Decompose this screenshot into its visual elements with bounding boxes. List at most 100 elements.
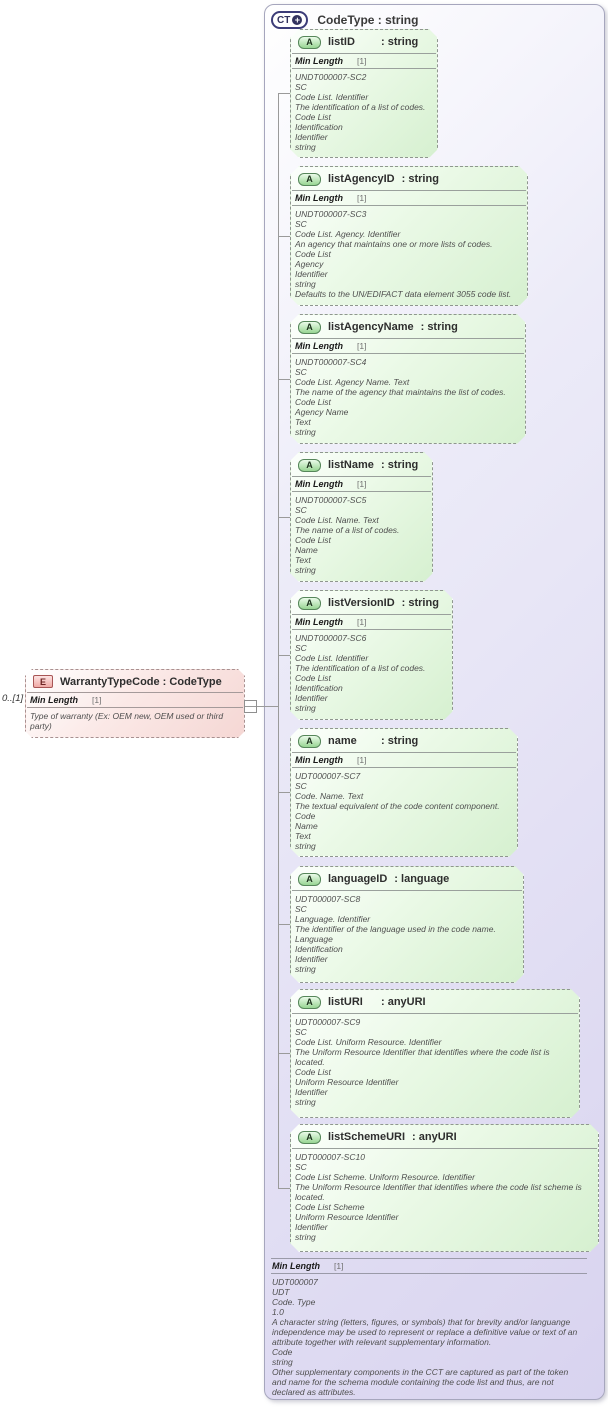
complextype-icon-label: CT: [277, 14, 291, 26]
divider: [292, 476, 431, 477]
facet-row: Min Length [1]: [291, 477, 432, 491]
facet-value: [1]: [357, 56, 367, 66]
element-icon: E: [33, 675, 53, 688]
facet-name: Min Length: [295, 56, 343, 66]
attribute-annotation: UDT000007-SC7 SC Code. Name. Text The te…: [295, 771, 500, 851]
complextype-icon: CT +: [271, 11, 309, 29]
attribute-icon: A: [298, 1131, 321, 1144]
tree-stub: [278, 236, 290, 237]
element-warrantytypecode[interactable]: E WarrantyTypeCode : CodeType Min Length…: [25, 669, 245, 738]
attribute-header: A listName : string: [291, 453, 432, 476]
attribute-annotation: UNDT000007-SC6 SC Code List. Identifier …: [295, 633, 426, 713]
tree-stub: [278, 517, 290, 518]
attribute-listagencyid[interactable]: A listAgencyID : string Min Length [1] U…: [290, 166, 528, 306]
attribute-name: listVersionID: [328, 597, 395, 609]
attribute-icon: A: [298, 597, 321, 610]
attribute-listschemeuri[interactable]: A listSchemeURI : anyURI UDT000007-SC10 …: [290, 1124, 599, 1252]
attribute-annotation: UDT000007-SC10 SC Code List Scheme. Unif…: [295, 1152, 582, 1242]
attribute-header: A listSchemeURI : anyURI: [291, 1125, 598, 1148]
element-title: WarrantyTypeCode : CodeType: [60, 675, 222, 688]
connector-handle[interactable]: [244, 700, 257, 713]
facet-name: Min Length: [272, 1261, 320, 1271]
facet-row: Min Length [1]: [291, 753, 517, 767]
attribute-icon: A: [298, 735, 321, 748]
facet-name: Min Length: [295, 755, 343, 765]
attribute-header: A listVersionID : string: [291, 591, 452, 614]
complextype-annotation: UDT000007 UDT Code. Type 1.0 A character…: [272, 1277, 578, 1397]
attribute-name: listID: [328, 36, 355, 48]
attribute-listuri[interactable]: A listURI : anyURI UDT000007-SC9 SC Code…: [290, 989, 580, 1118]
divider: [292, 338, 524, 339]
element-header: E WarrantyTypeCode : CodeType: [26, 670, 244, 692]
attribute-type: : string: [401, 173, 439, 185]
attribute-listagencyname[interactable]: A listAgencyName : string Min Length [1]…: [290, 314, 526, 444]
expand-plus-icon[interactable]: +: [292, 15, 303, 25]
attribute-name: listURI: [328, 996, 363, 1008]
tree-stub: [278, 1188, 290, 1189]
attribute-annotation: UNDT000007-SC4 SC Code List. Agency Name…: [295, 357, 506, 437]
divider: [292, 53, 436, 54]
facet-name: Min Length: [295, 479, 343, 489]
divider: [292, 1013, 578, 1014]
attribute-name: listAgencyID: [328, 173, 395, 185]
attribute-annotation: UNDT000007-SC5 SC Code List. Name. Text …: [295, 495, 400, 575]
divider: [271, 1258, 587, 1259]
facet-row: Min Length [1]: [291, 54, 437, 68]
facet-row: Min Length [1]: [291, 615, 452, 629]
divider: [292, 890, 522, 891]
divider: [27, 707, 243, 708]
facet-name: Min Length: [30, 695, 78, 705]
tree-vertical-line: [278, 93, 279, 1189]
complextype-title: CodeType : string: [317, 13, 419, 27]
attribute-languageid[interactable]: A languageID : language UDT000007-SC8 SC…: [290, 866, 524, 983]
attribute-icon: A: [298, 36, 321, 49]
attribute-listname[interactable]: A listName : string Min Length [1] UNDT0…: [290, 452, 433, 582]
attribute-header: A listAgencyID : string: [291, 167, 527, 190]
attribute-icon: A: [298, 996, 321, 1009]
facet-name: Min Length: [295, 341, 343, 351]
tree-stub: [278, 655, 290, 656]
attribute-type: : string: [381, 36, 419, 48]
attribute-type: : language: [394, 873, 450, 885]
attribute-name: languageID: [328, 873, 388, 885]
attribute-name-attr[interactable]: A name : string Min Length [1] UDT000007…: [290, 728, 518, 857]
element-annotation: Type of warranty (Ex: OEM new, OEM used …: [30, 711, 224, 731]
attribute-type: : string: [420, 321, 458, 333]
attribute-listid[interactable]: A listID : string Min Length [1] UNDT000…: [290, 29, 438, 158]
facet-value: [1]: [92, 695, 102, 705]
attribute-annotation: UNDT000007-SC3 SC Code List. Agency. Ide…: [295, 209, 512, 299]
attribute-icon: A: [298, 321, 321, 334]
attribute-name: name: [328, 735, 357, 747]
attribute-name: listName: [328, 459, 374, 471]
facet-row: Min Length [1]: [291, 339, 525, 353]
attribute-type: : string: [381, 459, 419, 471]
facet-value: [1]: [334, 1261, 344, 1271]
divider: [292, 629, 451, 630]
tree-stub: [278, 792, 290, 793]
attribute-header: A listID : string: [291, 30, 437, 53]
attribute-listversionid[interactable]: A listVersionID : string Min Length [1] …: [290, 590, 453, 720]
attribute-header: A languageID : language: [291, 867, 523, 890]
facet-name: Min Length: [295, 193, 343, 203]
facet-value: [1]: [357, 617, 367, 627]
attribute-icon: A: [298, 873, 321, 886]
attribute-type: : string: [381, 735, 419, 747]
complextype-header: CT + CodeType : string: [271, 11, 418, 29]
attribute-header: A name : string: [291, 729, 517, 752]
attribute-icon: A: [298, 173, 321, 186]
attribute-type: : anyURI: [381, 996, 426, 1008]
divider: [292, 614, 451, 615]
facet-value: [1]: [357, 755, 367, 765]
divider: [271, 1273, 587, 1274]
connector-line: [245, 706, 278, 707]
attribute-annotation: UDT000007-SC8 SC Language. Identifier Th…: [295, 894, 496, 974]
facet-row: Min Length [1]: [271, 1259, 587, 1273]
complextype-codetype[interactable]: CT + CodeType : string A listID : string…: [264, 4, 605, 1400]
facet-row: Min Length [1]: [291, 191, 527, 205]
element-facet-row: Min Length [1]: [26, 693, 244, 707]
facet-value: [1]: [357, 341, 367, 351]
divider: [292, 752, 516, 753]
complextype-footer: Min Length [1] UDT000007 UDT Code. Type …: [271, 1258, 587, 1400]
tree-stub: [278, 379, 290, 380]
